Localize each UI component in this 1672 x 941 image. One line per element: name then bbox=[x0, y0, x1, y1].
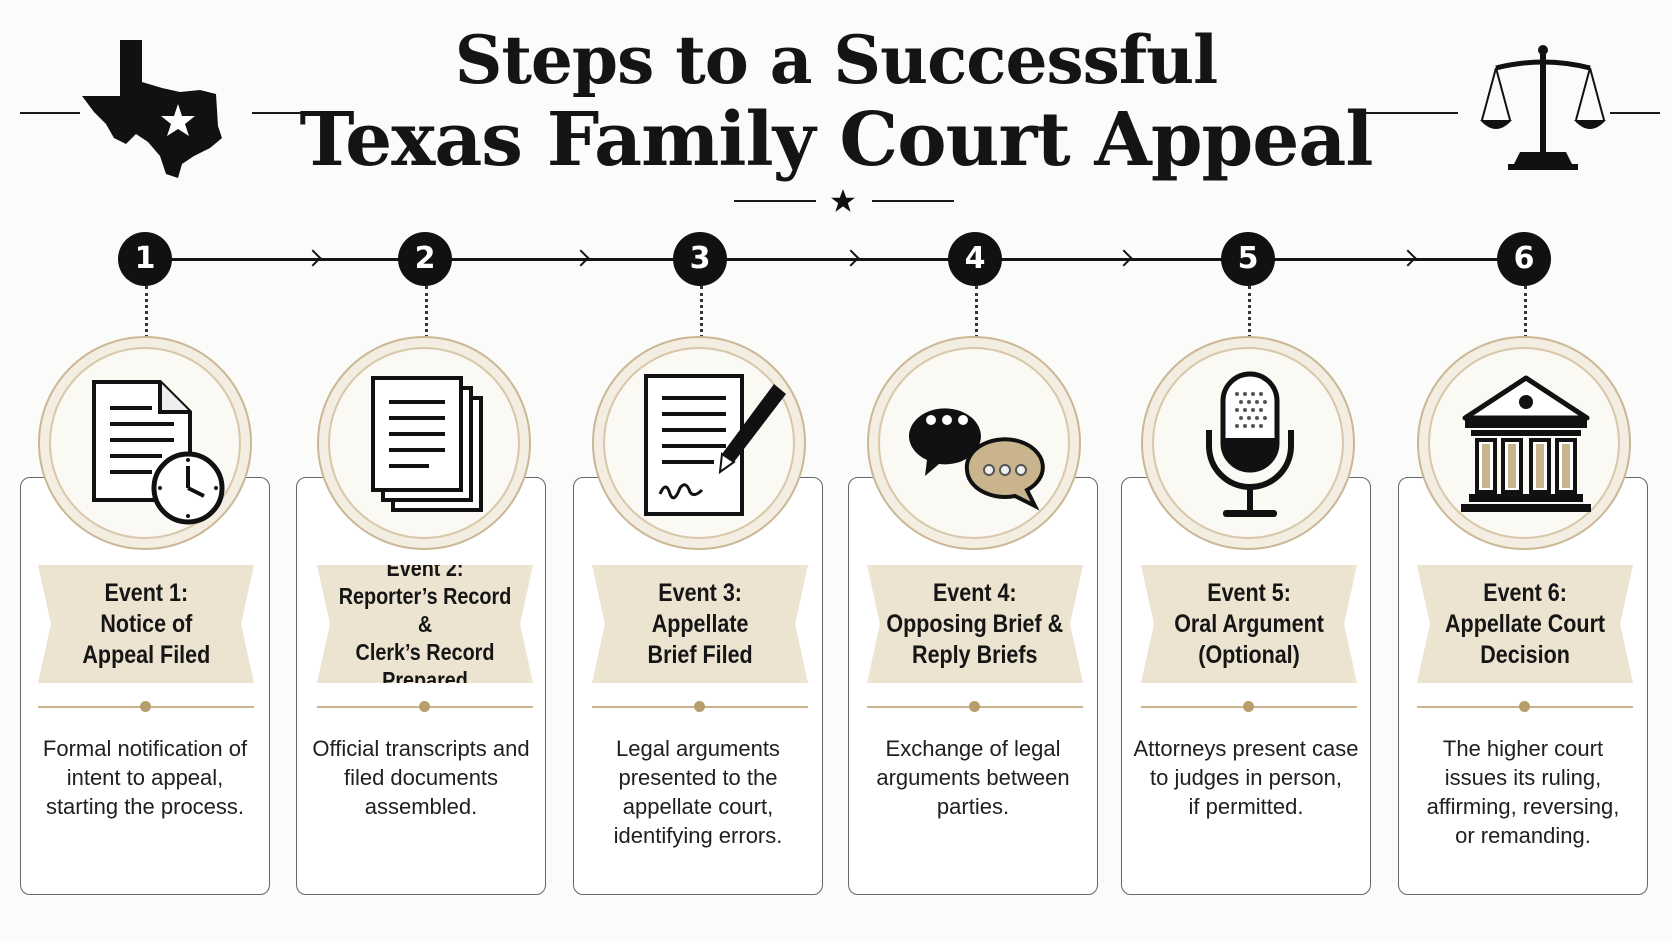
signed-document-pen-icon bbox=[644, 374, 786, 516]
timeline-arrow-4 bbox=[1115, 249, 1133, 267]
step-title-ribbon: Event 3: Appellate Brief Filed bbox=[592, 565, 808, 683]
speech-bubbles-icon bbox=[908, 408, 1045, 511]
step-description: Exchange of legal arguments between part… bbox=[876, 736, 1070, 819]
scales-of-justice-icon bbox=[1480, 45, 1606, 170]
header-rule-left-outer bbox=[20, 112, 80, 114]
step-title: Event 2: Reporter’s Record & Clerk’s Rec… bbox=[338, 555, 512, 693]
step-icon-medallion bbox=[1141, 336, 1355, 550]
step-divider-dot bbox=[969, 701, 980, 712]
step-number-badge: 4 bbox=[948, 232, 1002, 286]
step-connector-dots bbox=[1524, 286, 1527, 338]
step-icon-medallion bbox=[867, 336, 1081, 550]
step-number-badge: 3 bbox=[673, 232, 727, 286]
step-divider-dot bbox=[140, 701, 151, 712]
step-icon-medallion bbox=[317, 336, 531, 550]
step-description: Attorneys present case to judges in pers… bbox=[1133, 736, 1359, 819]
step-icon-medallion bbox=[38, 336, 252, 550]
step-connector-dots bbox=[425, 286, 428, 338]
timeline-arrow-1 bbox=[304, 249, 322, 267]
step-connector-dots bbox=[700, 286, 703, 338]
header-rule-left-inner bbox=[252, 112, 350, 114]
step-divider-dot bbox=[1243, 701, 1254, 712]
header-rule-right-inner bbox=[1360, 112, 1458, 114]
title-underline-right bbox=[872, 200, 954, 202]
step-title-ribbon: Event 1: Notice of Appeal Filed bbox=[38, 565, 254, 683]
step-number-badge: 5 bbox=[1221, 232, 1275, 286]
microphone-icon bbox=[1206, 371, 1294, 517]
step-title: Event 3: Appellate Brief Filed bbox=[647, 578, 753, 669]
step-icon-medallion bbox=[1417, 336, 1631, 550]
timeline-arrow-3 bbox=[842, 249, 860, 267]
step-title: Event 6: Appellate Court Decision bbox=[1444, 578, 1606, 669]
title-underline-left bbox=[734, 200, 816, 202]
timeline-arrow-5 bbox=[1399, 249, 1417, 267]
step-description: Official transcripts and filed documents… bbox=[312, 736, 530, 819]
step-title: Event 5: Oral Argument (Optional) bbox=[1174, 578, 1324, 669]
document-clock-icon bbox=[92, 380, 225, 525]
step-divider-dot bbox=[1519, 701, 1530, 712]
step-icon-medallion bbox=[592, 336, 806, 550]
star-icon bbox=[831, 189, 855, 212]
step-number-badge: 6 bbox=[1497, 232, 1551, 286]
courthouse-icon bbox=[1461, 375, 1591, 512]
step-connector-dots bbox=[975, 286, 978, 338]
step-number-badge: 1 bbox=[118, 232, 172, 286]
step-title: Event 4: Opposing Brief & Reply Briefs bbox=[886, 578, 1064, 669]
page-title-line-2: Texas Family Court Appeal bbox=[299, 97, 1374, 183]
step-title-ribbon: Event 4: Opposing Brief & Reply Briefs bbox=[867, 565, 1083, 683]
step-description: Legal arguments presented to the appella… bbox=[613, 736, 783, 848]
step-connector-dots bbox=[1248, 286, 1251, 338]
step-description: The higher court issues its ruling, affi… bbox=[1426, 736, 1620, 848]
page-title-line-1: Steps to a Successful bbox=[454, 21, 1218, 99]
step-title-ribbon: Event 2: Reporter’s Record & Clerk’s Rec… bbox=[317, 565, 533, 683]
step-connector-dots bbox=[145, 286, 148, 338]
step-description: Formal notification of intent to appeal,… bbox=[42, 736, 248, 819]
header-rule-right-outer bbox=[1610, 112, 1660, 114]
step-divider-dot bbox=[419, 701, 430, 712]
step-title-ribbon: Event 5: Oral Argument (Optional) bbox=[1141, 565, 1357, 683]
document-stack-icon bbox=[371, 376, 483, 512]
texas-state-star-icon bbox=[82, 40, 222, 178]
timeline-arrow-2 bbox=[572, 249, 590, 267]
timeline-connector bbox=[145, 258, 1523, 261]
step-title: Event 1: Notice of Appeal Filed bbox=[82, 578, 210, 669]
step-divider-dot bbox=[694, 701, 705, 712]
step-title-ribbon: Event 6: Appellate Court Decision bbox=[1417, 565, 1633, 683]
step-number-badge: 2 bbox=[398, 232, 452, 286]
